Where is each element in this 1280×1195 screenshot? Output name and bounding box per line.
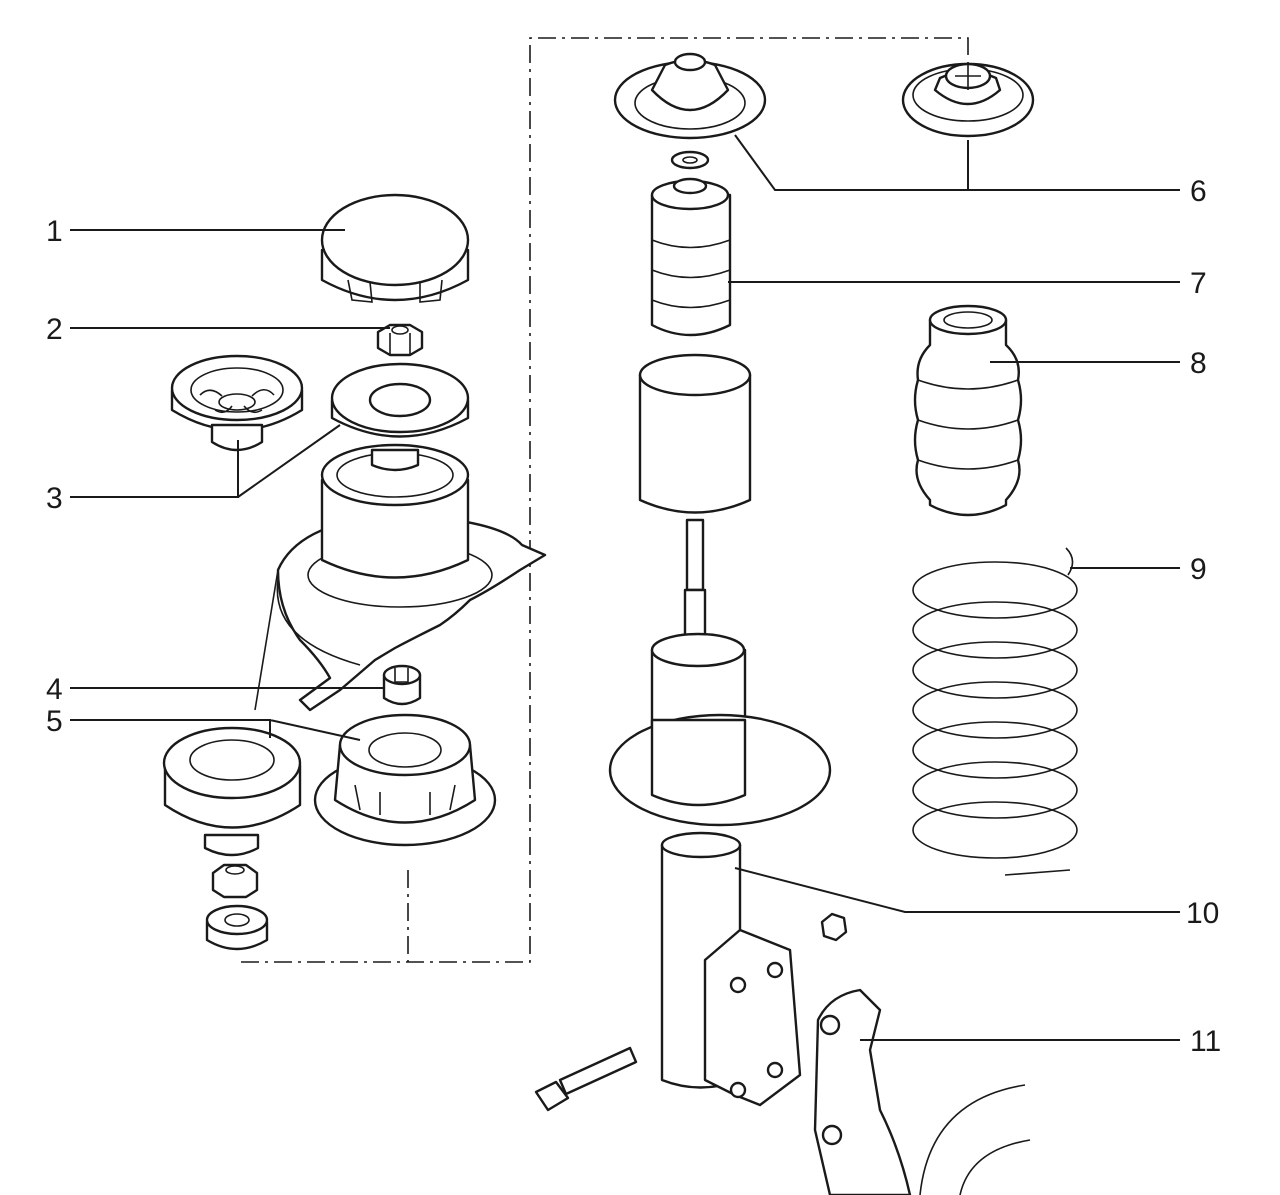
body-tower-cutaway [254, 443, 547, 712]
callout-2: 2 [46, 313, 63, 346]
part-5-spring-seat [162, 713, 497, 857]
part-11-steering-knuckle [813, 988, 1031, 1195]
part-7-bump-stop [650, 177, 732, 337]
callout-3: 3 [46, 482, 63, 515]
part-10-strut [534, 353, 848, 1112]
part-9-coil-spring [912, 547, 1078, 876]
group-frame [235, 37, 969, 963]
callout-numbers: 1 2 3 4 5 6 7 8 9 10 11 [46, 175, 1221, 1058]
callout-6: 6 [1190, 175, 1207, 208]
part-8-boot [913, 304, 1023, 517]
callout-9: 9 [1190, 553, 1207, 586]
part-6-top-mount [613, 52, 1035, 170]
callout-7: 7 [1190, 267, 1207, 300]
leader-lines [70, 134, 1180, 1041]
part-4-bushing [382, 664, 422, 706]
part-2-nut [376, 323, 424, 357]
part-1-dust-cap [320, 193, 470, 303]
lower-nut-washer [205, 863, 269, 951]
callout-4: 4 [46, 673, 63, 706]
callout-5: 5 [46, 705, 63, 738]
callout-1: 1 [46, 215, 63, 248]
callout-11: 11 [1190, 1025, 1221, 1058]
callout-8: 8 [1190, 347, 1207, 380]
part-3-upper-support [170, 354, 470, 452]
callout-10: 10 [1186, 897, 1219, 930]
